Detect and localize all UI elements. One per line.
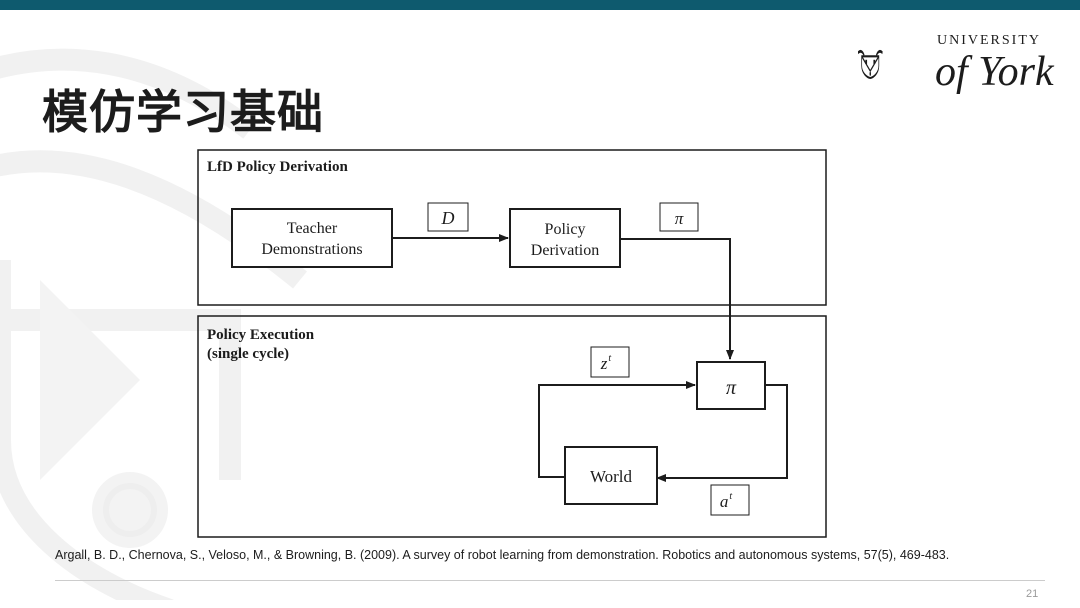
logo-york-text: of York bbox=[935, 49, 1054, 95]
d-label-box bbox=[427, 202, 469, 232]
teacher-label-line2: Demonstrations bbox=[261, 241, 362, 258]
panel-top-title: LfD Policy Derivation bbox=[207, 159, 348, 175]
university-crest-icon bbox=[858, 49, 883, 80]
a-label-main: a bbox=[720, 492, 729, 511]
policy-derivation-box bbox=[509, 208, 621, 268]
a-label-sup: t bbox=[729, 491, 732, 502]
arrow-pi-to-world bbox=[656, 384, 788, 482]
slide-title: 模仿学习基础 bbox=[42, 85, 324, 139]
pi-top-label: π bbox=[675, 209, 684, 228]
a-label-box bbox=[710, 484, 750, 516]
panel-policy-derivation bbox=[197, 149, 827, 306]
panel-bottom-title-line2: (single cycle) bbox=[207, 346, 289, 362]
teacher-label-line1: Teacher bbox=[287, 220, 338, 237]
policy-label-line1: Policy bbox=[545, 221, 586, 238]
panel-bottom-title-line1: Policy Execution bbox=[207, 327, 315, 343]
crest-watermark bbox=[0, 48, 307, 600]
world-label: World bbox=[590, 467, 633, 486]
world-box bbox=[564, 446, 658, 505]
z-label-sup: t bbox=[608, 353, 611, 364]
lfd-diagram: LfD Policy Derivation Teacher Demonstrat… bbox=[197, 149, 827, 538]
logo-university-text: UNIVERSITY bbox=[937, 33, 1041, 48]
d-label: D bbox=[441, 208, 455, 228]
pi-policy-box bbox=[696, 361, 766, 410]
citation-text: Argall, B. D., Chernova, S., Veloso, M.,… bbox=[55, 548, 950, 562]
page-number: 21 bbox=[1026, 588, 1039, 600]
top-accent-bar bbox=[0, 0, 1080, 10]
pi-top-label-box bbox=[659, 202, 699, 232]
pi-box-label: π bbox=[726, 377, 737, 399]
a-label: at bbox=[720, 491, 733, 511]
panel-policy-execution bbox=[197, 315, 827, 538]
z-label-box bbox=[590, 346, 630, 378]
arrow-world-to-pi bbox=[538, 381, 696, 478]
z-label-main: z bbox=[600, 354, 608, 373]
arrow-policy-to-pi bbox=[620, 238, 734, 360]
footer-divider bbox=[55, 580, 1045, 581]
teacher-demonstrations-box bbox=[231, 208, 393, 268]
policy-label-line2: Derivation bbox=[531, 242, 599, 259]
z-label: zt bbox=[600, 353, 612, 373]
